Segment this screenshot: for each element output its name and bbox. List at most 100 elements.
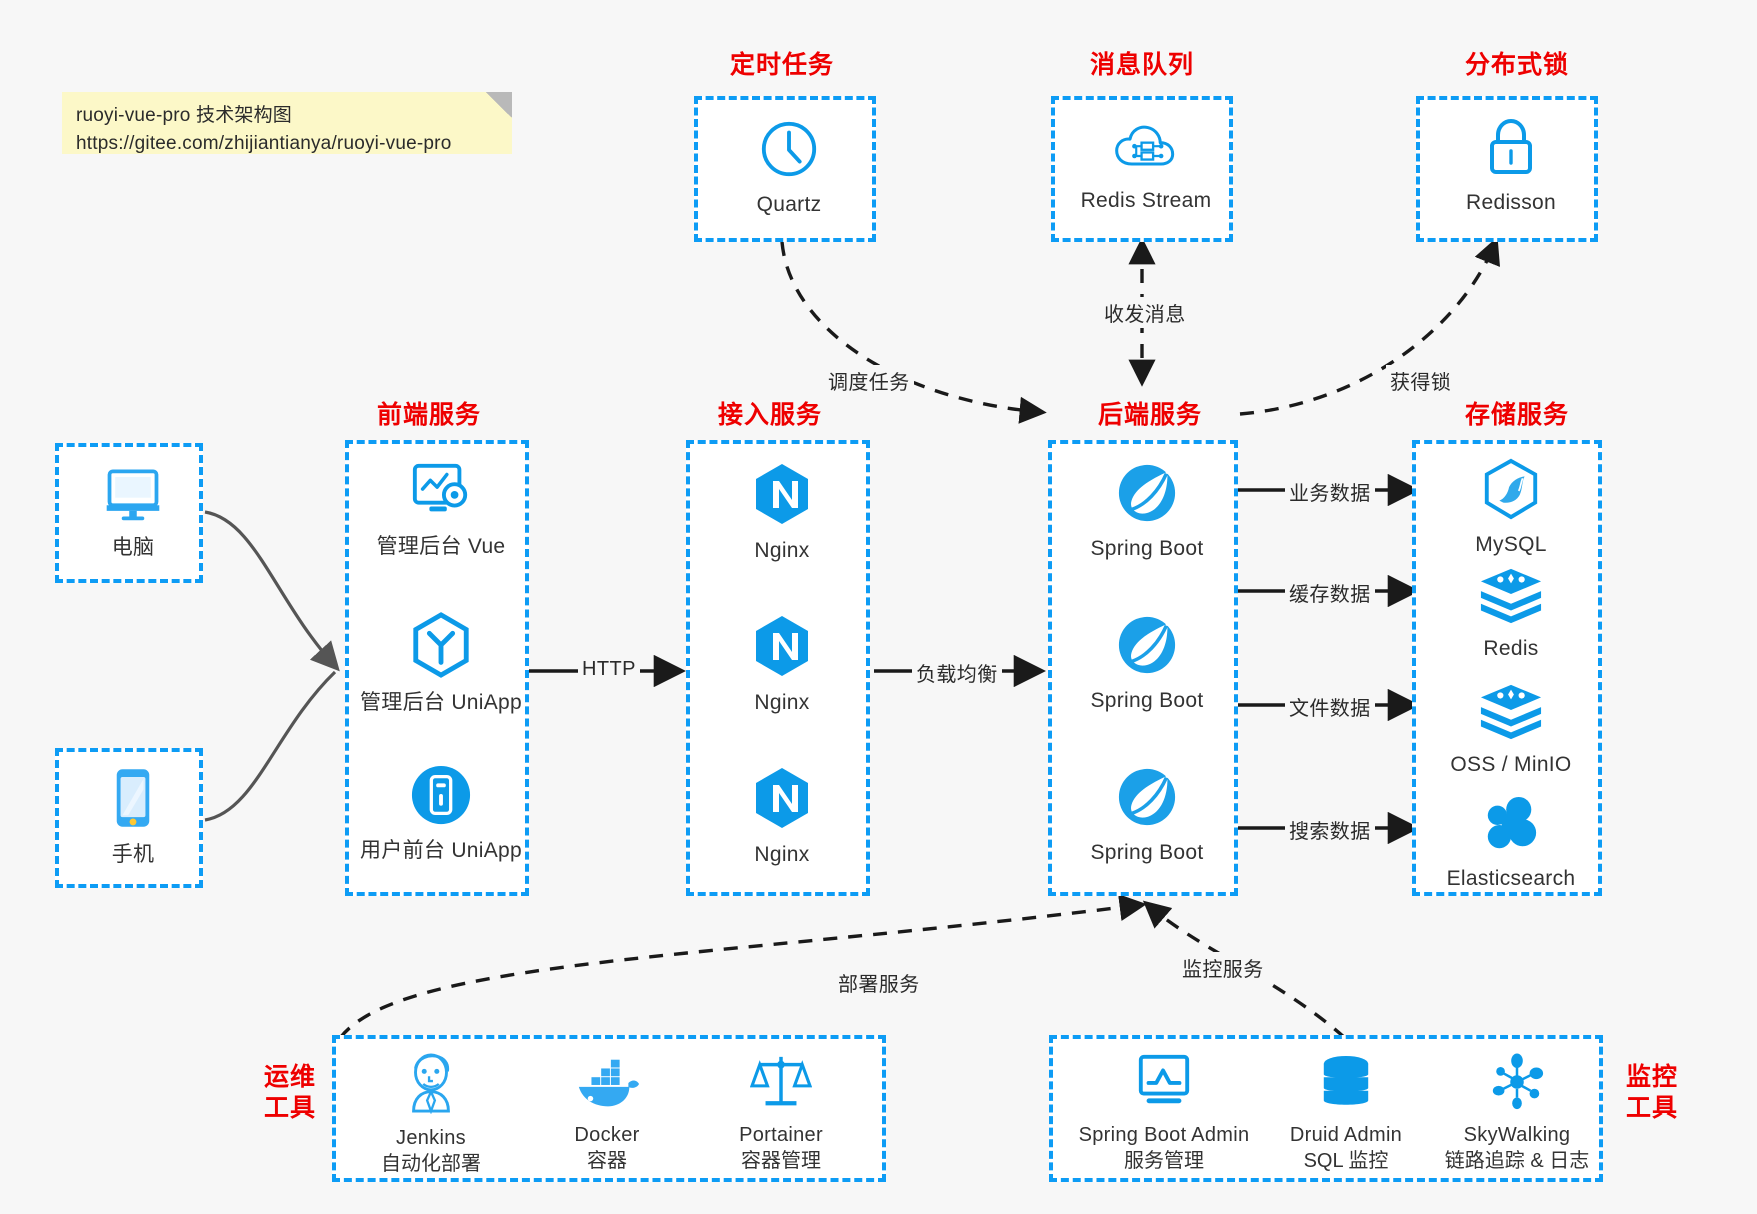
- node-spring-boot-1[interactable]: Spring Boot: [1052, 462, 1242, 562]
- node-admin-uniapp[interactable]: 管理后台 UniApp: [349, 612, 533, 716]
- client-box-phone[interactable]: 手机: [55, 748, 203, 888]
- node-label: Quartz: [756, 193, 822, 216]
- group-title-frontend: 前端服务: [376, 401, 481, 429]
- database-cylinder-icon: [1261, 1055, 1431, 1116]
- group-box-scheduler[interactable]: Quartz: [694, 96, 876, 242]
- node-redisson[interactable]: Redisson: [1420, 116, 1602, 216]
- edge-label-schedule-task: 调度任务: [824, 365, 914, 396]
- hexagon-y-icon: [349, 612, 533, 683]
- client-box-computer[interactable]: 电脑: [55, 443, 203, 583]
- node-label: Spring Boot: [1090, 537, 1204, 560]
- node-oss-minio[interactable]: OSS / MinIO: [1416, 682, 1606, 778]
- docker-whale-icon: [522, 1057, 692, 1116]
- group-box-monitor[interactable]: Spring Boot Admin 服务管理 Druid Admin SQL 监…: [1049, 1035, 1603, 1182]
- edge-label-http: HTTP: [578, 657, 640, 682]
- node-label: 电脑: [111, 536, 155, 559]
- edge-label-load-balance: 负载均衡: [912, 657, 1002, 688]
- node-redis-stream[interactable]: Redis Stream: [1055, 120, 1237, 214]
- group-title-storage: 存储服务: [1464, 401, 1569, 429]
- node-jenkins[interactable]: Jenkins 自动化部署: [346, 1052, 516, 1177]
- node-mysql[interactable]: MySQL: [1416, 458, 1606, 558]
- note-fold-corner: [486, 92, 512, 118]
- spring-boot-icon: [1052, 614, 1242, 681]
- node-label: Spring Boot: [1090, 689, 1204, 712]
- group-box-devops[interactable]: Jenkins 自动化部署: [332, 1035, 886, 1182]
- clock-icon: [698, 118, 880, 185]
- node-spring-boot-2[interactable]: Spring Boot: [1052, 614, 1242, 714]
- node-spring-boot-admin[interactable]: Spring Boot Admin 服务管理: [1055, 1053, 1273, 1174]
- cloud-stream-icon: [1055, 120, 1237, 181]
- devops-title-line1: 运维: [263, 1063, 316, 1091]
- node-label: Nginx: [754, 843, 810, 866]
- monitor-title-line1: 监控: [1625, 1063, 1678, 1091]
- node-spring-boot-3[interactable]: Spring Boot: [1052, 766, 1242, 866]
- node-label: SkyWalking: [1463, 1124, 1571, 1146]
- node-skywalking[interactable]: SkyWalking 链路追踪 & 日志: [1423, 1053, 1611, 1174]
- group-box-frontend[interactable]: 管理后台 Vue 管理后台 UniApp 用户前台 UniApp: [345, 440, 529, 896]
- node-label: MySQL: [1475, 533, 1547, 556]
- padlock-icon: [1420, 116, 1602, 183]
- nginx-icon: [690, 766, 874, 835]
- node-sublabel: 容器: [587, 1150, 627, 1172]
- monitor-chart-icon: [1055, 1053, 1273, 1116]
- node-label: 管理后台 UniApp: [359, 691, 522, 714]
- group-box-lock[interactable]: Redisson: [1416, 96, 1598, 242]
- node-admin-vue[interactable]: 管理后台 Vue: [349, 460, 533, 560]
- node-sublabel: SQL 监控: [1303, 1150, 1389, 1172]
- object-storage-icon: [1416, 682, 1606, 745]
- dashboard-gear-icon: [349, 460, 533, 527]
- node-label: 管理后台 Vue: [376, 535, 506, 558]
- node-label: 手机: [111, 843, 155, 866]
- node-label: Docker: [574, 1124, 640, 1146]
- edge-label-file-data: 文件数据: [1285, 691, 1375, 722]
- redis-stack-icon: [1416, 566, 1606, 629]
- mobile-phone-icon: [59, 766, 207, 835]
- node-sublabel: 链路追踪 & 日志: [1444, 1150, 1590, 1172]
- node-label: OSS / MinIO: [1450, 753, 1572, 776]
- sticky-note: ruoyi-vue-pro 技术架构图 https://gitee.com/zh…: [62, 92, 512, 154]
- group-box-backend[interactable]: Spring Boot Spring Boot Spring Boot: [1048, 440, 1238, 896]
- group-box-storage[interactable]: MySQL Redis: [1412, 440, 1602, 896]
- edge-label-business-data: 业务数据: [1285, 476, 1375, 507]
- node-user-uniapp[interactable]: 用户前台 UniApp: [349, 764, 533, 864]
- edge-label-search-data: 搜索数据: [1285, 814, 1375, 845]
- node-portainer[interactable]: Portainer 容器管理: [696, 1053, 866, 1174]
- group-title-monitor: 监控 工具: [1620, 1062, 1684, 1123]
- node-label: Nginx: [754, 691, 810, 714]
- nginx-icon: [690, 462, 874, 531]
- node-nginx-2[interactable]: Nginx: [690, 614, 874, 716]
- node-nginx-1[interactable]: Nginx: [690, 462, 874, 564]
- spring-boot-icon: [1052, 462, 1242, 529]
- node-redis[interactable]: Redis: [1416, 566, 1606, 662]
- mobile-circle-icon: [349, 764, 533, 831]
- node-phone[interactable]: 手机: [59, 766, 207, 868]
- node-label: Redis: [1483, 637, 1539, 660]
- node-label: Portainer: [739, 1124, 823, 1146]
- group-title-scheduler: 定时任务: [729, 51, 834, 79]
- nginx-icon: [690, 614, 874, 683]
- node-docker[interactable]: Docker 容器: [522, 1057, 692, 1174]
- group-box-mq[interactable]: Redis Stream: [1051, 96, 1233, 242]
- node-computer[interactable]: 电脑: [59, 463, 207, 561]
- node-druid-admin[interactable]: Druid Admin SQL 监控: [1261, 1055, 1431, 1174]
- node-sublabel: 容器管理: [741, 1150, 821, 1172]
- mysql-dolphin-icon: [1416, 458, 1606, 525]
- group-title-backend: 后端服务: [1097, 401, 1202, 429]
- skywalking-node-icon: [1423, 1053, 1611, 1116]
- node-nginx-3[interactable]: Nginx: [690, 766, 874, 868]
- node-quartz[interactable]: Quartz: [698, 118, 880, 218]
- spring-boot-icon: [1052, 766, 1242, 833]
- node-label: Jenkins: [396, 1127, 466, 1149]
- edge-label-deploy-service: 部署服务: [834, 967, 924, 998]
- node-label: Spring Boot Admin: [1078, 1124, 1250, 1146]
- group-title-devops: 运维 工具: [258, 1062, 322, 1123]
- group-title-lock: 分布式锁: [1464, 51, 1569, 79]
- scales-balance-icon: [696, 1053, 866, 1116]
- edge-label-cache-data: 缓存数据: [1285, 577, 1375, 608]
- group-box-gateway[interactable]: Nginx Nginx Nginx: [686, 440, 870, 896]
- node-elasticsearch[interactable]: Elasticsearch: [1416, 796, 1606, 892]
- node-label: Spring Boot: [1090, 841, 1204, 864]
- node-label: Redis Stream: [1080, 189, 1212, 212]
- group-title-gateway: 接入服务: [717, 401, 822, 429]
